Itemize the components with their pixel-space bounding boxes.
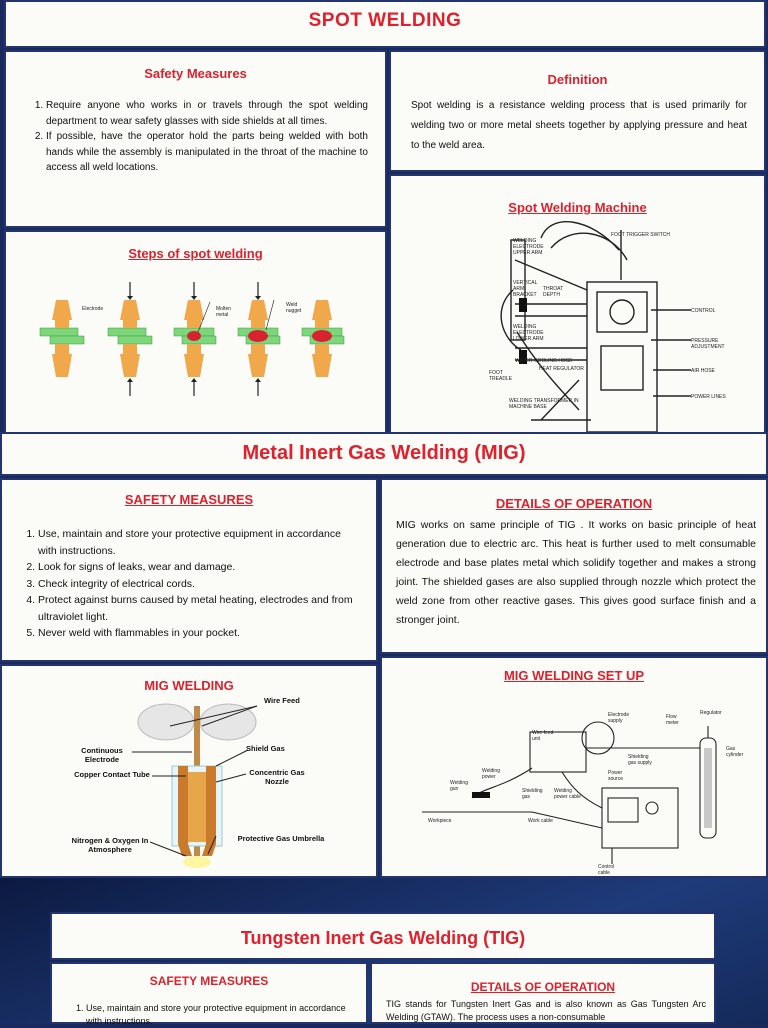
step-2 [107, 282, 153, 396]
tig-safety-panel: SAFETY MEASURES Use, maintain and store … [50, 962, 368, 1026]
label-shield-gas: Shield Gas [246, 744, 285, 753]
mig-setup-diagram [422, 721, 717, 864]
list-item: Protect against burns caused by metal he… [38, 592, 360, 625]
label-welding-power: Welding power [482, 768, 500, 780]
spot-definition-panel: Definition Spot welding is a resistance … [389, 50, 766, 172]
mig-welding-diagram [132, 703, 258, 868]
spot-definition-heading: Definition [547, 72, 608, 87]
mig-setup-panel: MIG WELDING SET UP Electrode supply Flow… [380, 656, 768, 878]
spot-definition-text: Spot welding is a resistance welding pro… [411, 100, 747, 151]
label-electrode: Electrode [82, 306, 104, 312]
label-gas-umbrella: Protective Gas Umbrella [237, 834, 325, 843]
list-item: If possible, have the operator hold the … [46, 129, 368, 176]
step-4 [237, 282, 281, 396]
step-3 [173, 282, 217, 396]
mig-details-panel: DETAILS OF OPERATION MIG works on same p… [380, 478, 768, 654]
label-control-cable: Control cable [598, 864, 615, 876]
label-foot-switch: FOOT TRIGGER SWITCH [611, 232, 670, 238]
mig-welding-heading: MIG WELDING [144, 678, 234, 693]
mig-setup-heading: MIG WELDING SET UP [503, 668, 645, 683]
label-electrode-upper-arm: WELDING ELECTRODE UPPER ARM [513, 238, 544, 256]
spot-machine-heading: Spot Welding Machine [508, 200, 647, 215]
label-wire-feed: Wire Feed [264, 696, 300, 705]
spot-safety-heading: Safety Measures [144, 66, 247, 81]
list-item: Use, maintain and store your protective … [38, 526, 360, 559]
tig-details-text: TIG stands for Tungsten Inert Gas and is… [386, 999, 706, 1022]
label-shielding-gas: Shielding gas [522, 788, 543, 800]
list-item: Never weld with flammables in your pocke… [38, 625, 360, 642]
label-gas-cylinder: Gas cylinder [726, 746, 744, 758]
label-power-cable: Welding power cable [554, 788, 581, 800]
label-gas-nozzle: Concentric Gas Nozzle [249, 768, 305, 786]
list-item: Use, maintain and store your protective … [86, 1002, 358, 1028]
tig-details-heading: DETAILS OF OPERATION [470, 980, 616, 994]
label-nitrogen-oxygen: Nitrogen & Oxygen In Atmosphere [71, 836, 149, 854]
spot-safety-panel: Safety Measures Require anyone who works… [4, 50, 387, 228]
list-item: Check integrity of electrical cords. [38, 576, 360, 593]
spot-machine-panel: Spot Welding Machine [389, 174, 766, 434]
spot-steps-panel: Steps of spot welding [4, 230, 387, 434]
label-work-cable: Work cable [528, 818, 553, 824]
label-vertical-arm: VERTICAL ARM BRACKET [513, 280, 538, 298]
tig-title: Tungsten Inert Gas Welding (TIG) [240, 928, 526, 948]
spot-safety-list: Require anyone who works in or travels t… [28, 98, 368, 176]
label-regulator: Regulator [700, 710, 722, 716]
spot-title-bar: SPOT WELDING [4, 0, 766, 48]
list-item: Require anyone who works in or travels t… [46, 98, 368, 129]
step-1 [39, 300, 85, 377]
label-molten-metal: Molten metal [216, 306, 232, 318]
label-flow-meter: Flow meter [666, 714, 679, 726]
spot-steps-heading: Steps of spot welding [128, 246, 263, 261]
tig-title-bar: Tungsten Inert Gas Welding (TIG) [50, 912, 716, 960]
label-continuous-electrode: Continuous Electrode [81, 746, 123, 764]
label-throat-depth: THROAT DEPTH [543, 286, 564, 298]
mig-details-heading: DETAILS OF OPERATION [495, 496, 653, 511]
mig-welding-panel: MIG WELDING Wire Feed Continuous Electro… [0, 664, 378, 878]
step-5 [301, 300, 345, 377]
label-water-hose: WATER COOLING HOSE [515, 358, 573, 364]
mig-safety-panel: SAFETY MEASURES Use, maintain and store … [0, 478, 378, 662]
label-shielding-supply: Shielding gas supply [628, 754, 652, 766]
spot-title: SPOT WELDING [308, 10, 462, 31]
mig-title: Metal Inert Gas Welding (MIG) [242, 442, 526, 464]
mig-title-bar: Metal Inert Gas Welding (MIG) [0, 432, 768, 476]
label-power-source: Power source [608, 770, 624, 782]
mig-safety-list: Use, maintain and store your protective … [20, 526, 360, 642]
label-foot-treadle: FOOT TREADLE [489, 370, 513, 382]
spot-steps-diagram [39, 282, 345, 396]
label-control: CONTROL [691, 308, 716, 314]
label-air-hose: AIR HOSE [691, 368, 715, 374]
tig-safety-list: Use, maintain and store your protective … [68, 1002, 358, 1028]
label-electrode-lower-arm: WELDING ELECTRODE LOWER ARM [513, 324, 544, 342]
list-item: Look for signs of leaks, wear and damage… [38, 559, 360, 576]
mig-safety-heading: SAFETY MEASURES [124, 492, 254, 507]
label-copper-tube: Copper Contact Tube [74, 770, 150, 779]
tig-details-panel: DETAILS OF OPERATION TIG stands for Tung… [370, 962, 716, 1024]
label-wire-feed-unit: Wire feed unit [532, 730, 554, 742]
mig-details-text: MIG works on same principle of TIG . It … [396, 519, 756, 626]
label-electrode-supply: Electrode supply [608, 712, 630, 724]
spot-machine-diagram [500, 221, 691, 432]
label-welding-gun: Welding gun [450, 780, 468, 792]
label-workpiece: Workpiece [428, 818, 452, 824]
label-heat-regulator: HEAT REGULATOR [539, 366, 584, 372]
label-power-lines: POWER LINES [691, 394, 726, 400]
label-weld-nugget: Weld nugget [286, 302, 302, 314]
label-pressure-adjustment: PRESSURE ADJUSTMENT [691, 338, 725, 350]
label-transformer: WELDING TRANSFORMER IN MACHINE BASE [509, 398, 579, 410]
tig-safety-heading: SAFETY MEASURES [149, 974, 269, 988]
